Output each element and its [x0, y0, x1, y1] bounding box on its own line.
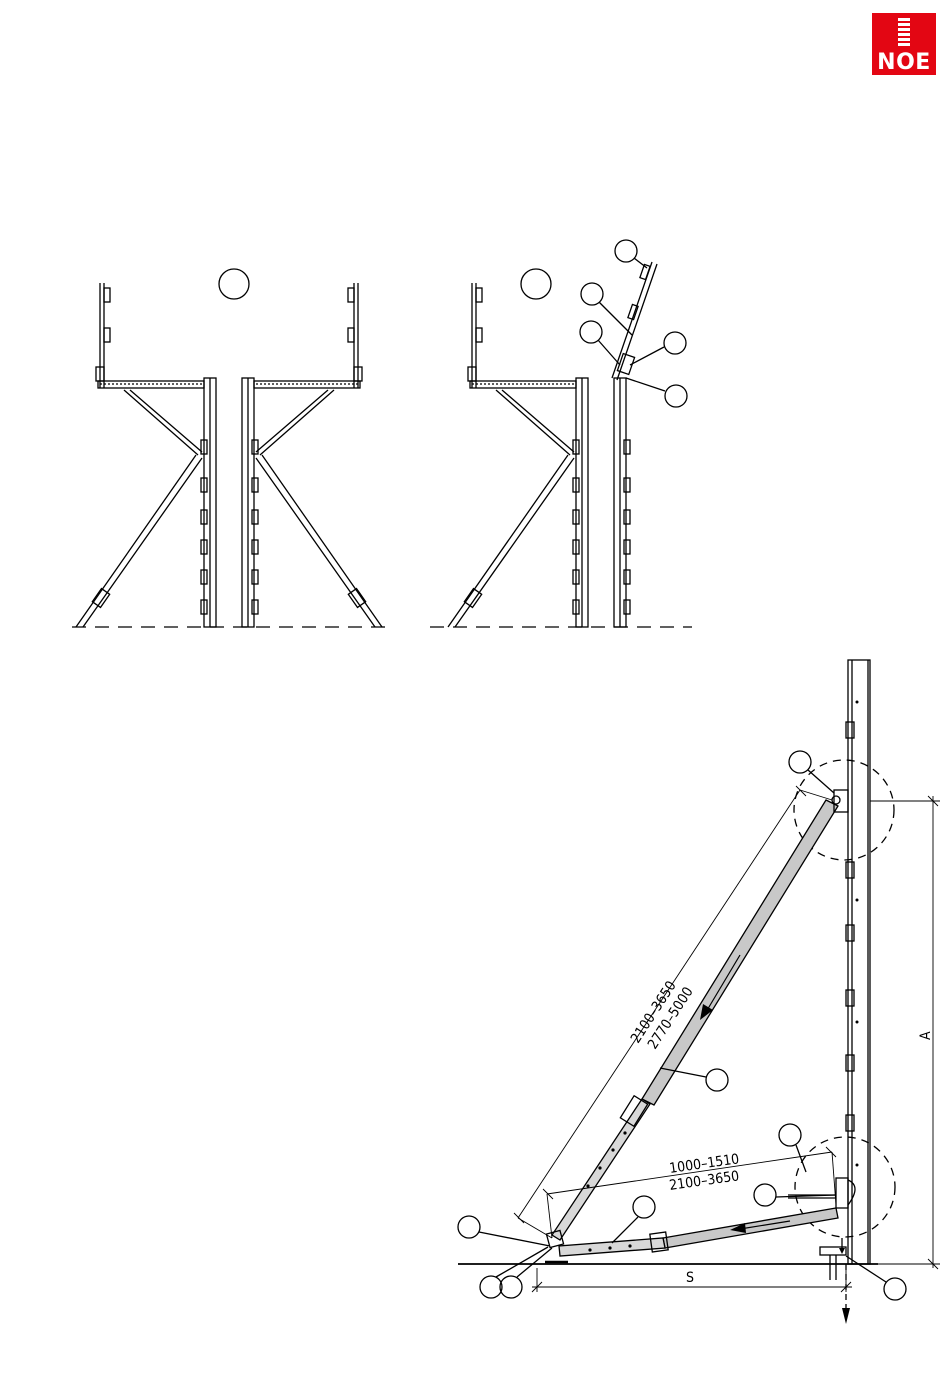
dimension-s-label: S	[686, 1270, 694, 1286]
formwork-panel	[848, 660, 870, 1264]
short-brace-tube	[663, 1208, 838, 1248]
knee-brace-left	[124, 390, 198, 455]
callout-circle	[789, 751, 811, 773]
knee-brace-left	[496, 390, 570, 455]
callout-circle	[580, 321, 602, 343]
callout-circle	[500, 1276, 522, 1298]
dimension-a-label: A	[918, 1031, 934, 1040]
callout-circle	[665, 385, 687, 407]
callout-circle	[779, 1124, 801, 1146]
callout-circle	[633, 1196, 655, 1218]
callout-circle	[884, 1278, 906, 1300]
push-pull-prop-right	[262, 455, 382, 627]
push-pull-prop-left	[76, 455, 196, 627]
callout-circle	[458, 1216, 480, 1238]
view-left-platform	[72, 269, 392, 627]
knee-brace-right	[260, 390, 334, 455]
callout-circle	[521, 269, 551, 299]
push-pull-prop-left	[448, 455, 568, 627]
panel-stiffeners	[846, 722, 854, 1131]
long-brace-tube	[642, 800, 838, 1105]
view-bracing-detail	[458, 660, 940, 1324]
callout-circle	[754, 1184, 776, 1206]
view-right-platform-folding	[430, 240, 692, 627]
callout-circle	[219, 269, 249, 299]
brace-connector-bottom	[836, 1178, 848, 1208]
callout-circle	[706, 1069, 728, 1091]
wall-stiffeners-right	[252, 440, 258, 614]
callout-circle	[581, 283, 603, 305]
callout-circle	[480, 1276, 502, 1298]
callout-circle	[664, 332, 686, 354]
short-brace-spindle	[559, 1238, 665, 1256]
callout-circle	[615, 240, 637, 262]
load-arrow	[842, 1308, 850, 1324]
